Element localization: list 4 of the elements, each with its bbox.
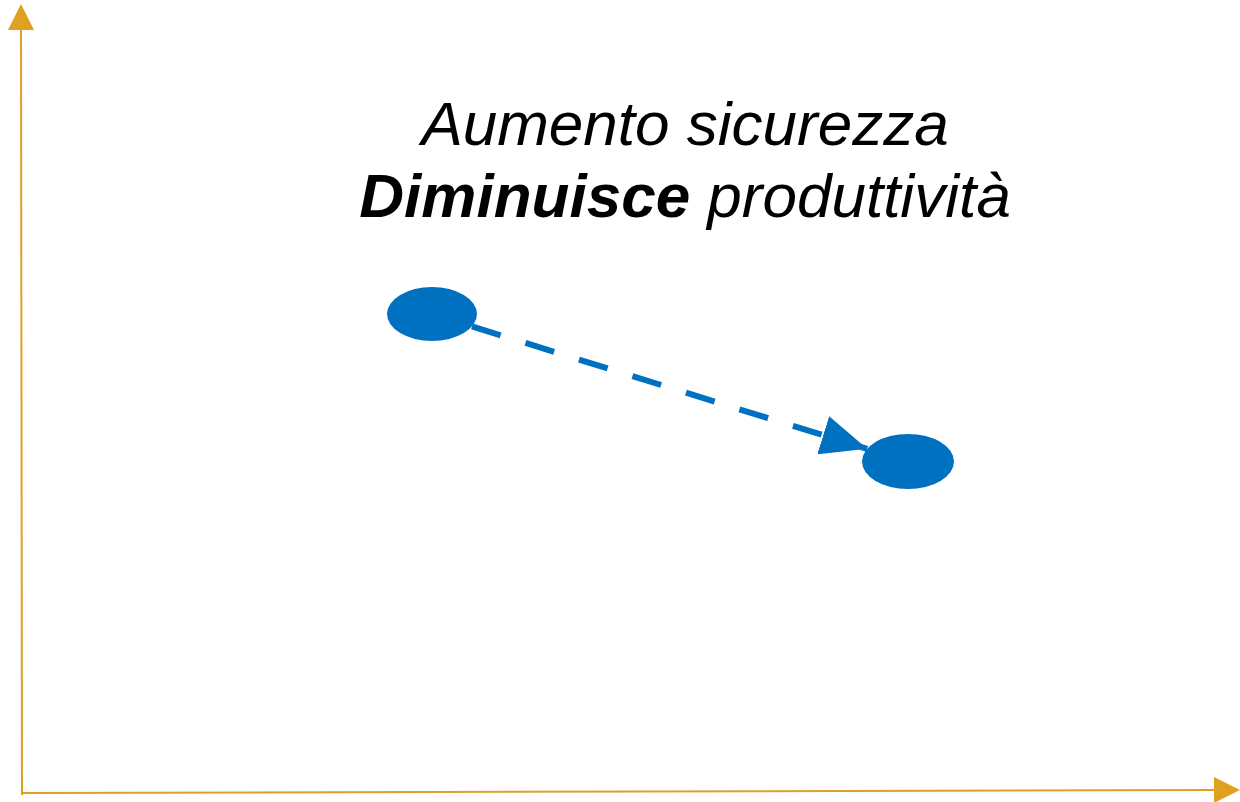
dot bbox=[862, 434, 954, 489]
dot bbox=[387, 287, 477, 341]
dashed-arrow bbox=[471, 323, 869, 455]
annotation-text: Aumento sicurezza Diminuisce produttività bbox=[358, 88, 1012, 232]
